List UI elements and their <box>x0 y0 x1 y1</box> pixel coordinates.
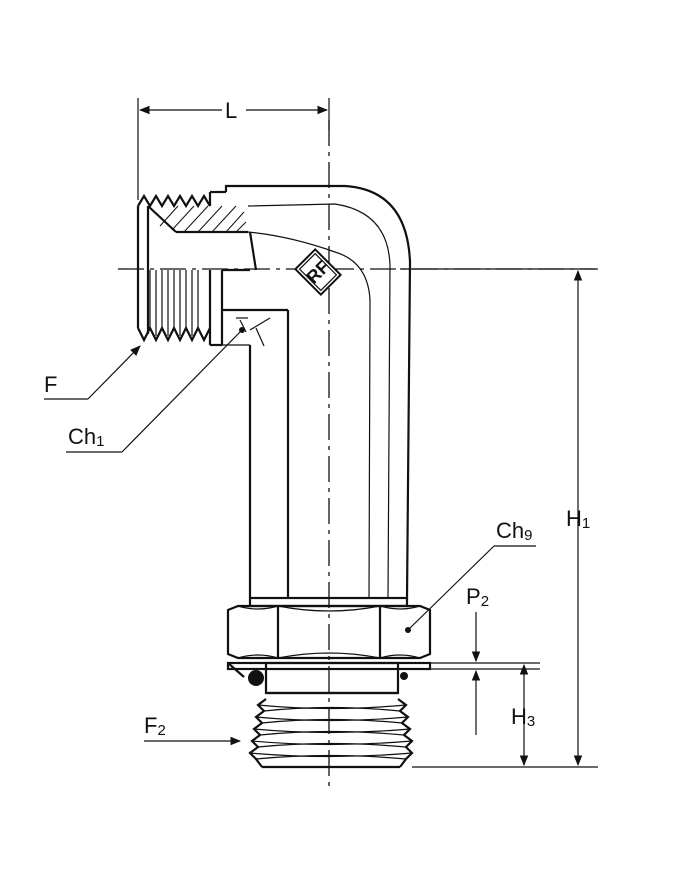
label-f: F <box>44 372 57 397</box>
dimension-l: L <box>137 98 330 200</box>
thread-crest-lines <box>249 704 413 760</box>
leader-ch1: Ch1 <box>66 327 245 453</box>
label-p2: P2 <box>466 584 489 610</box>
dimension-h1: H1 <box>400 268 598 768</box>
leader-f2: F2 <box>144 713 242 746</box>
dimension-p2: P2 <box>466 584 489 735</box>
label-h3: H3 <box>511 704 535 730</box>
base-washer <box>226 661 432 695</box>
leader-f: F <box>44 345 141 400</box>
label-h1: H1 <box>566 506 590 532</box>
label-ch1: Ch1 <box>68 424 104 450</box>
label-f2: F2 <box>144 713 166 739</box>
hex-nut <box>226 596 432 660</box>
dimension-h3: H3 <box>430 662 540 767</box>
bottom-thread <box>248 698 414 769</box>
elbow-body <box>220 184 412 599</box>
leader-ch9: Ch9 <box>407 518 536 631</box>
label-l: L <box>225 98 237 123</box>
thread-lines <box>149 270 199 336</box>
section-hatch <box>159 205 247 233</box>
label-ch9: Ch9 <box>496 518 532 544</box>
branch-thread <box>136 190 248 347</box>
rf-logo: RF <box>293 247 343 297</box>
